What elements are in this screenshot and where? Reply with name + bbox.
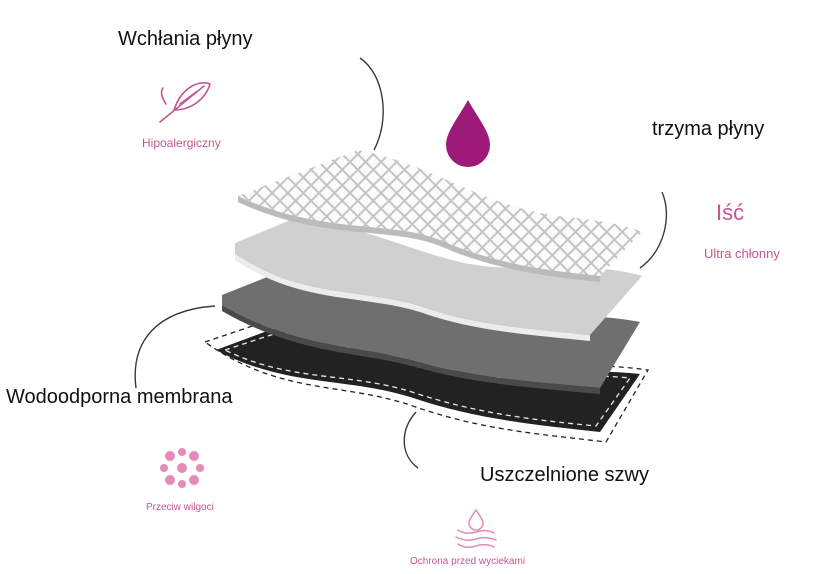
feature-hypoallergenic: Hipoalergiczny	[142, 136, 221, 150]
feature-anti-moisture: Przeciw wilgoci	[146, 502, 214, 513]
label-waterproof-membrane: Wodoodporna membrana	[6, 386, 233, 408]
mesh-top-layer	[238, 150, 642, 282]
callout-line-top-right	[639, 191, 668, 269]
feather-icon	[159, 82, 211, 123]
water-drop-icon	[446, 100, 490, 167]
drop-waves-icon	[455, 508, 497, 549]
callout-line-top-left	[359, 57, 384, 151]
label-sealed-seams: Uszczelnione szwy	[480, 464, 649, 486]
light-gray-layer	[235, 216, 642, 341]
feature-isc: Iść	[716, 200, 745, 225]
dark-gray-layer	[222, 268, 640, 394]
label-holds-liquids: trzyma płyny	[652, 118, 765, 140]
feature-leak-protection: Ochrona przed wyciekami	[410, 556, 526, 567]
label-absorbs-liquids: Wchłania płyny	[118, 28, 253, 50]
dots-flower-icon	[160, 448, 204, 488]
callout-lines	[134, 57, 668, 469]
callout-line-mid-left	[134, 305, 216, 389]
callout-line-bottom	[403, 411, 419, 469]
feature-ultra-absorbent: Ultra chłonny	[704, 246, 780, 261]
